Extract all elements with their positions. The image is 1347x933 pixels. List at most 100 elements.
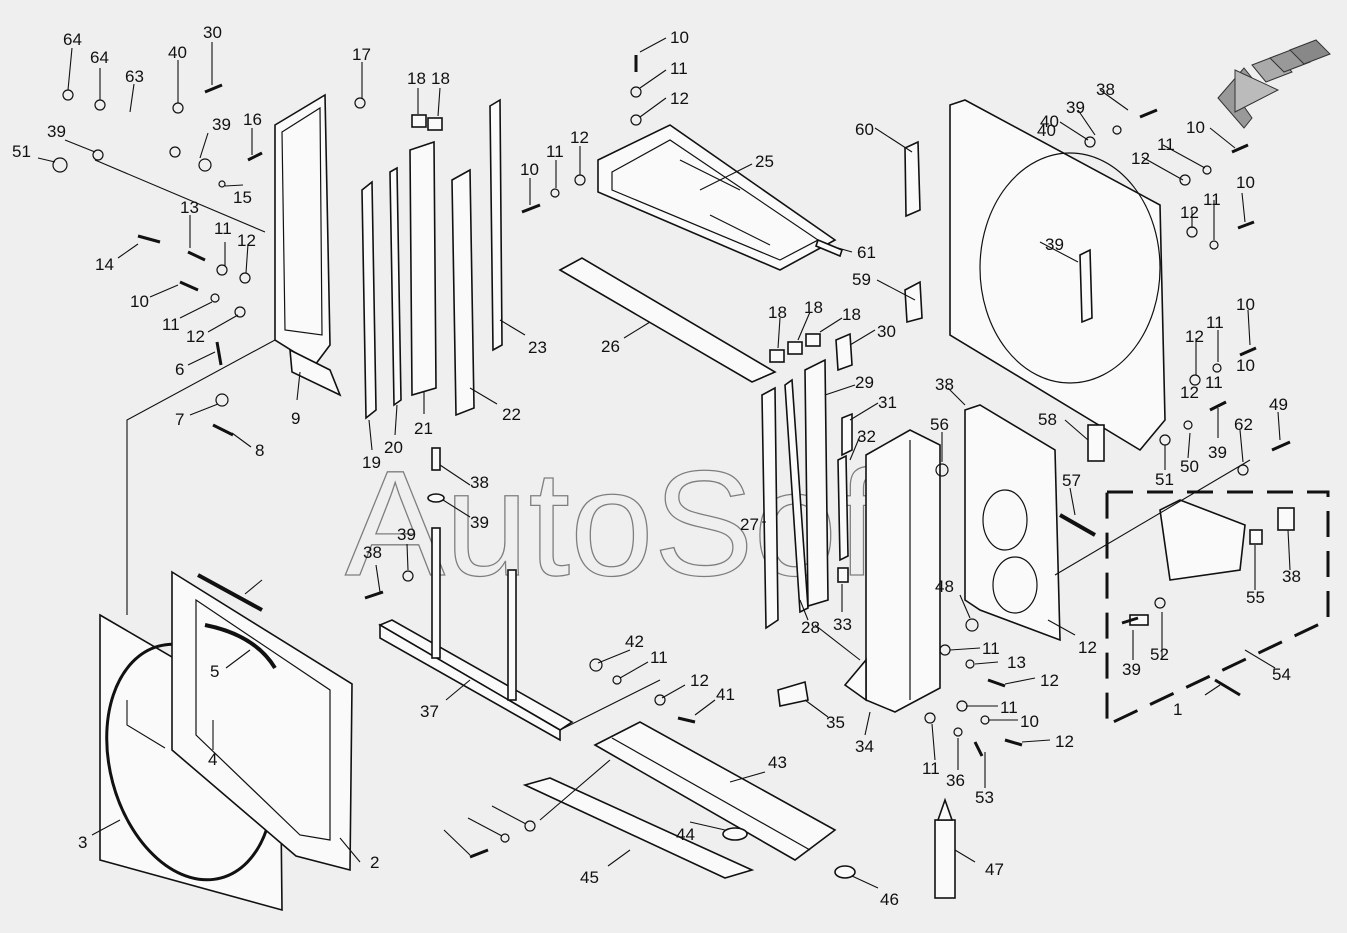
part-callout-50: 50: [1180, 457, 1199, 476]
part-callout-16: 16: [243, 110, 262, 129]
part-callout-1: 1: [1173, 700, 1182, 719]
part-callout-11: 11: [650, 648, 668, 667]
part-callout-25: 25: [755, 152, 774, 171]
part-callout-38: 38: [470, 473, 489, 492]
part-callout-10: 10: [670, 28, 689, 47]
part-callout-15: 15: [233, 188, 252, 207]
part-callout-36: 36: [946, 771, 965, 790]
part-callout-12: 12: [1180, 383, 1199, 402]
part-callout-39: 39: [470, 513, 489, 532]
part-callout-11: 11: [1000, 698, 1018, 717]
part-callout-12: 12: [237, 231, 256, 250]
part-callout-57: 57: [1062, 471, 1081, 490]
part-callout-43: 43: [768, 753, 787, 772]
part-callout-48: 48: [935, 577, 954, 596]
part-callout-39: 39: [1122, 660, 1141, 679]
part-callout-11: 11: [214, 219, 232, 238]
part-callout-12: 12: [1131, 149, 1150, 168]
part-callout-64: 64: [63, 30, 82, 49]
part-callout-39: 39: [1208, 443, 1227, 462]
part-callout-61: 61: [857, 243, 876, 262]
part-callout-32: 32: [857, 427, 876, 446]
part-callout-64: 64: [90, 48, 109, 67]
part-callout-53: 53: [975, 788, 994, 807]
part-callout-9: 9: [291, 409, 300, 428]
part-callout-17: 17: [352, 45, 371, 64]
part-callout-40: 40: [168, 43, 187, 62]
direction-arrow-icon: [1217, 39, 1331, 129]
part-callout-46: 46: [880, 890, 899, 909]
part-callout-18: 18: [407, 69, 426, 88]
part-callout-52: 52: [1150, 645, 1169, 664]
part-callout-39: 39: [1045, 235, 1064, 254]
part-callout-63: 63: [125, 67, 144, 86]
part-callout-11: 11: [670, 59, 688, 78]
part-callout-42: 42: [625, 632, 644, 651]
part-callout-37: 37: [420, 702, 439, 721]
part-callout-30: 30: [203, 23, 222, 42]
part-callout-38: 38: [935, 375, 954, 394]
part-callout-12: 12: [1180, 203, 1199, 222]
part-callout-59: 59: [852, 270, 871, 289]
part-callout-11: 11: [1157, 135, 1175, 154]
part-callout-13: 13: [1007, 653, 1026, 672]
part-callout-3: 3: [78, 833, 87, 852]
part-callout-29: 29: [855, 373, 874, 392]
part-callout-18: 18: [804, 298, 823, 317]
parts-drawing: [52, 55, 1295, 912]
part-callout-19: 19: [362, 453, 381, 472]
part-callout-18: 18: [431, 69, 450, 88]
part-callout-12: 12: [1040, 671, 1059, 690]
part-callout-11: 11: [1206, 313, 1224, 332]
part-callout-10: 10: [1236, 295, 1255, 314]
part-callout-11: 11: [1203, 190, 1221, 209]
part-callout-10: 10: [1236, 173, 1255, 192]
part-callout-41: 41: [716, 685, 735, 704]
part-callout-31: 31: [878, 393, 897, 412]
part-callout-22: 22: [502, 405, 521, 424]
part-callout-4: 4: [208, 750, 217, 769]
part-callout-47: 47: [985, 860, 1004, 879]
part-callout-20: 20: [384, 438, 403, 457]
part-callout-35: 35: [826, 713, 845, 732]
part-callout-12: 12: [186, 327, 205, 346]
part-callout-12: 12: [690, 671, 709, 690]
part-callout-30: 30: [877, 322, 896, 341]
part-callout-49: 49: [1269, 395, 1288, 414]
part-callout-10: 10: [130, 292, 149, 311]
leader-lines: [37, 37, 1291, 889]
part-callout-39: 39: [47, 122, 66, 141]
part-callout-51: 51: [12, 142, 31, 161]
part-callout-11: 11: [162, 315, 180, 334]
part-callout-12: 12: [570, 128, 589, 147]
part-callout-23: 23: [528, 338, 547, 357]
part-callout-62: 62: [1234, 415, 1253, 434]
part-callout-39: 39: [212, 115, 231, 134]
part-callout-39: 39: [397, 525, 416, 544]
part-callout-60: 60: [855, 120, 874, 139]
part-callout-7: 7: [175, 410, 184, 429]
part-callout-12: 12: [670, 89, 689, 108]
part-callout-11: 11: [922, 759, 940, 778]
part-callout-13: 13: [180, 198, 199, 217]
part-callout-11: 11: [982, 639, 1000, 658]
part-callout-54: 54: [1272, 665, 1291, 684]
part-callout-44: 44: [676, 825, 695, 844]
part-callout-11: 11: [1205, 373, 1223, 392]
part-callout-10: 10: [1236, 356, 1255, 375]
part-callout-56: 56: [930, 415, 949, 434]
part-callout-40: 40: [1037, 121, 1056, 140]
part-callout-10: 10: [520, 160, 539, 179]
part-callout-51: 51: [1155, 470, 1174, 489]
part-callout-45: 45: [580, 868, 599, 887]
part-callout-33: 33: [833, 615, 852, 634]
part-callout-55: 55: [1246, 588, 1265, 607]
callout-labels: 6464634030393951161517131112141011126789…: [12, 23, 1301, 909]
part-callout-27: 27: [740, 515, 759, 534]
part-callout-18: 18: [842, 305, 861, 324]
part-callout-12: 12: [1185, 327, 1204, 346]
part-callout-39: 39: [1066, 98, 1085, 117]
part-callout-12: 12: [1055, 732, 1074, 751]
part-callout-5: 5: [210, 662, 219, 681]
